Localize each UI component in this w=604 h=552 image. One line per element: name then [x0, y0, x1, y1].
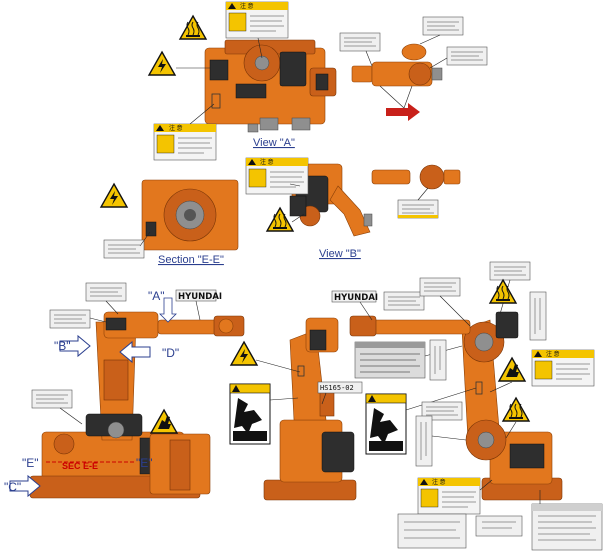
model-code-text: HS165-02 — [320, 384, 354, 392]
warning-label-b-title: 注 意 — [260, 158, 274, 166]
warning-label-view-b: 注 意 — [245, 157, 309, 195]
rear-nameplate — [531, 503, 603, 551]
rear-vertical-plate-3 — [415, 415, 433, 467]
pictogram-label-side — [229, 383, 271, 445]
warning-label-left: 注 意 — [153, 123, 217, 161]
hot-surface-label-view-b — [266, 207, 294, 232]
section-e-drawing — [141, 179, 239, 251]
electric-shock-label-top — [148, 51, 176, 76]
wrist-side-plate-stripe — [398, 215, 438, 218]
rear-grey-plate — [354, 341, 426, 379]
rear-vertical-plate — [529, 291, 547, 341]
wrist-plate-1 — [339, 32, 381, 52]
rear-bottom-plate-1 — [397, 513, 467, 549]
section-e-label: Section "E-E" — [158, 254, 224, 266]
model-code-plate: HS165-02 — [317, 381, 363, 394]
warning-label-top: 注 意 — [225, 1, 289, 39]
warning-label-rear-title: 注 意 — [546, 350, 560, 358]
direction-arrow — [386, 103, 420, 121]
warning-label-rear: 注 意 — [531, 349, 595, 387]
front-plate-left — [49, 309, 91, 329]
warning-label-title: 注 意 — [240, 2, 254, 10]
crush-label-front — [150, 409, 178, 434]
rear-plate-2 — [419, 277, 461, 297]
section-plate — [103, 239, 145, 259]
crush-label-rear — [498, 357, 526, 382]
marker-c: "C" — [4, 480, 21, 494]
wrist-plate-2 — [422, 16, 464, 36]
rear-brand-text: HYUNDAI — [334, 293, 378, 303]
marker-d: "D" — [162, 346, 179, 360]
front-brand-plate: HYUNDAI — [175, 289, 222, 302]
rear-vertical-plate-2 — [429, 339, 447, 381]
marker-a-arrow — [159, 297, 177, 323]
pictogram-label-rear — [365, 393, 407, 455]
rear-bottom-plate-2 — [475, 515, 523, 537]
warning-label-rear-bottom-title: 注 意 — [432, 478, 446, 486]
warning-label-left-title: 注 意 — [169, 124, 183, 132]
wrist-plate-3 — [446, 46, 488, 66]
electric-shock-label-side — [230, 341, 258, 366]
wrist-side-drawing — [371, 164, 461, 190]
view-b-label: View "B" — [319, 248, 361, 260]
rear-brand-plate: HYUNDAI — [331, 290, 378, 303]
marker-e-left: "E" — [22, 456, 39, 470]
front-brand-text: HYUNDAI — [178, 292, 222, 302]
robot-rear-drawing — [349, 311, 563, 501]
section-cut-label: SEC E-E — [62, 461, 98, 471]
rear-plate-3 — [489, 261, 531, 281]
warning-label-rear-bottom: 注 意 — [417, 477, 481, 515]
front-plate-top — [85, 282, 127, 302]
view-a-label: View "A" — [253, 137, 295, 149]
view-a-drawing — [204, 39, 337, 133]
hot-surface-label-top — [179, 15, 207, 40]
hot-surface-label-rear — [489, 279, 517, 304]
marker-a: "A" — [148, 289, 165, 303]
electric-shock-label-section — [100, 183, 128, 208]
robot-front-drawing — [29, 311, 245, 499]
wrist-assembly-drawing — [351, 43, 443, 87]
hot-surface-label-rear-2 — [502, 397, 530, 422]
marker-e-right: "E" — [136, 456, 153, 470]
robot-side-drawing — [263, 317, 357, 501]
marker-b: "B" — [54, 339, 71, 353]
rear-plate-1 — [383, 291, 425, 311]
front-plate-lower — [31, 389, 73, 409]
